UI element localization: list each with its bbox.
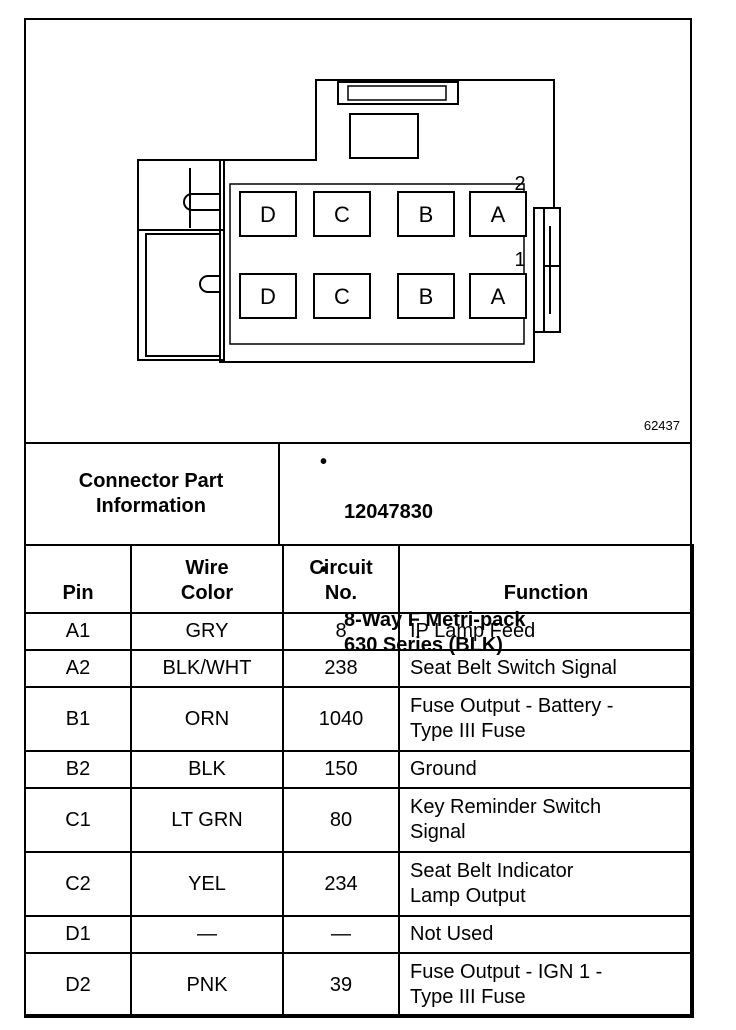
circuit-cell: 238: [282, 649, 400, 688]
key-window: [349, 113, 419, 159]
pin-label-row2-D: D: [260, 202, 276, 227]
pin-label-row2-A: A: [491, 202, 506, 227]
figure-number: 62437: [643, 418, 680, 433]
cavity-row1-C: [313, 273, 371, 319]
circuit-cell: 39: [282, 952, 400, 1018]
pin-cell: D2: [24, 952, 132, 1018]
table-row: C2 YEL 234 Seat Belt Indicator Lamp Outp…: [24, 851, 694, 917]
cavity-row1-D: [239, 273, 297, 319]
circuit-cell: 150: [282, 750, 400, 789]
cavity-row1-B: [397, 273, 455, 319]
connector-face-svg: D C B A D C B A 2 1: [137, 79, 561, 363]
circuit-cell: —: [282, 915, 400, 954]
pin-cell: A2: [24, 649, 132, 688]
info-item-part-number: • 12047830: [282, 450, 682, 550]
function-cell: IP Lamp Feed: [398, 612, 694, 651]
left-shroud: [137, 159, 225, 361]
row-2-label: 2: [514, 173, 525, 195]
table-row: D1 — — Not Used: [24, 915, 694, 954]
wire-color-cell: YEL: [130, 851, 284, 917]
cavity-row2-C: [313, 191, 371, 237]
connector-drawing: D C B A D C B A 2 1 62437: [24, 18, 692, 442]
lower-lock-tab: [199, 275, 220, 293]
table-row: A1 GRY 8 IP Lamp Feed: [24, 612, 694, 651]
function-cell: Fuse Output - IGN 1 - Type III Fuse: [398, 952, 694, 1018]
pin-cell: A1: [24, 612, 132, 651]
table-row: B1 ORN 1040 Fuse Output - Battery - Type…: [24, 686, 694, 752]
upper-lock-tab: [183, 193, 220, 211]
pin-cell: C2: [24, 851, 132, 917]
function-cell: Fuse Output - Battery - Type III Fuse: [398, 686, 694, 752]
connector-body-outline: [219, 79, 555, 363]
function-cell: Seat Belt Indicator Lamp Output: [398, 851, 694, 917]
header-pin: Pin: [24, 544, 132, 614]
header-circuit-no: Circuit No.: [282, 544, 400, 614]
pin-label-row1-D: D: [260, 284, 276, 309]
pin-cell: D1: [24, 915, 132, 954]
right-bracket: [533, 207, 545, 333]
info-label-cell: Connector Part Information: [24, 444, 280, 544]
table-header-row: Pin Wire Color Circuit No. Function: [24, 544, 694, 614]
part-number: 12047830: [344, 501, 433, 523]
cavity-row2-D: [239, 191, 297, 237]
wire-color-cell: LT GRN: [130, 787, 284, 853]
cavity-row2-A: [469, 191, 527, 237]
pin-cell: B1: [24, 686, 132, 752]
table-row: D2 PNK 39 Fuse Output - IGN 1 - Type III…: [24, 952, 694, 1018]
info-label: Connector Part Information: [78, 470, 224, 517]
pin-label-row2-C: C: [334, 202, 350, 227]
pin-label-row1-A: A: [491, 284, 506, 309]
wire-color-cell: GRY: [130, 612, 284, 651]
wire-color-cell: BLK: [130, 750, 284, 789]
table-row: C1 LT GRN 80 Key Reminder Switch Signal: [24, 787, 694, 853]
cavity-row1-A: [469, 273, 527, 319]
row-1-label: 1: [514, 249, 525, 271]
function-cell: Not Used: [398, 915, 694, 954]
header-function: Function: [398, 544, 694, 614]
cavity-row2-B: [397, 191, 455, 237]
pin-cell: C1: [24, 787, 132, 853]
header-wire-color: Wire Color: [130, 544, 284, 614]
connector-part-info: Connector Part Information • 12047830 • …: [24, 442, 692, 656]
pin-table: Pin Wire Color Circuit No. Function A1 G…: [24, 544, 694, 1018]
wire-color-cell: —: [130, 915, 284, 954]
circuit-cell: 8: [282, 612, 400, 651]
wire-color-cell: ORN: [130, 686, 284, 752]
pin-label-row2-B: B: [419, 202, 434, 227]
wire-color-cell: PNK: [130, 952, 284, 1018]
function-cell: Seat Belt Switch Signal: [398, 649, 694, 688]
pin-label-row1-C: C: [334, 284, 350, 309]
circuit-cell: 1040: [282, 686, 400, 752]
table-row: B2 BLK 150 Ground: [24, 750, 694, 789]
wire-color-cell: BLK/WHT: [130, 649, 284, 688]
function-cell: Ground: [398, 750, 694, 789]
top-latch: [337, 81, 459, 105]
pin-label-row1-B: B: [419, 284, 434, 309]
circuit-cell: 80: [282, 787, 400, 853]
table-row: A2 BLK/WHT 238 Seat Belt Switch Signal: [24, 649, 694, 688]
bullet: •: [320, 451, 328, 473]
pin-cell: B2: [24, 750, 132, 789]
function-cell: Key Reminder Switch Signal: [398, 787, 694, 853]
circuit-cell: 234: [282, 851, 400, 917]
